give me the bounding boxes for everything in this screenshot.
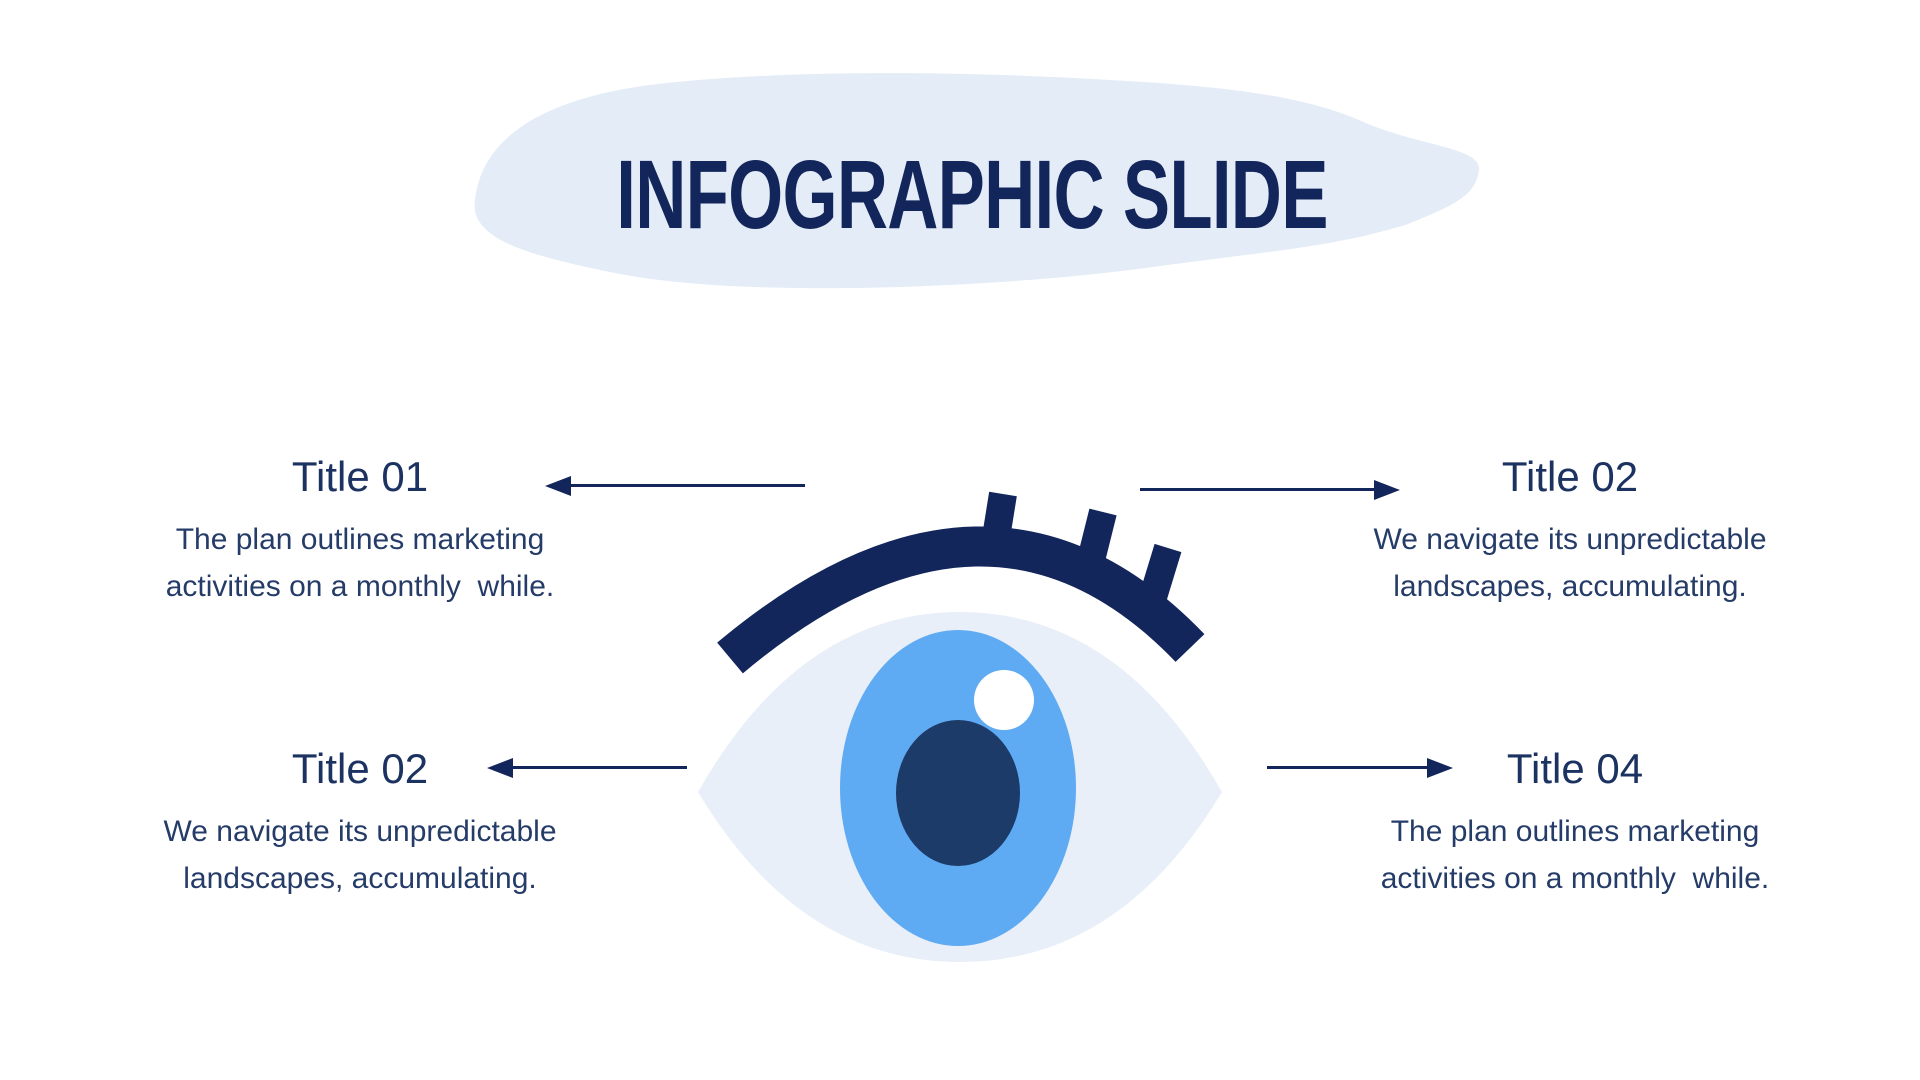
item-description-line: activities on a monthly while. — [1380, 862, 1770, 895]
slide-title: INFOGRAPHIC SLIDE — [616, 140, 1328, 249]
title-blob-shape — [474, 73, 1480, 289]
item-description-line: landscapes, accumulating. — [1393, 570, 1747, 603]
item-block-3: Title 02 We navigate its unpredictable l… — [130, 744, 590, 902]
item-title: Title 01 — [291, 453, 429, 500]
item-description-line: We navigate its unpredictable — [163, 815, 557, 848]
eyelash-2 — [1073, 508, 1117, 580]
eye-illustration — [698, 491, 1222, 962]
eyelash-3 — [1132, 543, 1182, 625]
arrow-left-bottom-icon — [513, 766, 687, 769]
eye-highlight — [974, 670, 1034, 730]
item-description-line: The plan outlines marketing — [1390, 815, 1760, 848]
arrow-left-top-icon — [571, 484, 805, 487]
item-title: Title 02 — [291, 745, 429, 792]
item-block-4: Title 04 The plan outlines marketing act… — [1345, 744, 1805, 902]
item-description-line: We navigate its unpredictable — [1373, 523, 1767, 556]
item-title: Title 02 — [1501, 453, 1639, 500]
item-description-line: landscapes, accumulating. — [183, 862, 537, 895]
item-description-line: The plan outlines marketing — [175, 523, 545, 556]
item-title: Title 04 — [1506, 745, 1644, 792]
arrow-right-top-icon — [1140, 488, 1374, 491]
item-block-1: Title 01 The plan outlines marketing act… — [130, 452, 590, 610]
eyelash-arc — [717, 526, 1205, 674]
item-description-line: activities on a monthly while. — [165, 570, 555, 603]
eyelash-1 — [979, 491, 1017, 559]
eye-pupil — [896, 720, 1020, 866]
item-block-2: Title 02 We navigate its unpredictable l… — [1340, 452, 1800, 610]
arrow-right-bottom-icon — [1267, 766, 1427, 769]
